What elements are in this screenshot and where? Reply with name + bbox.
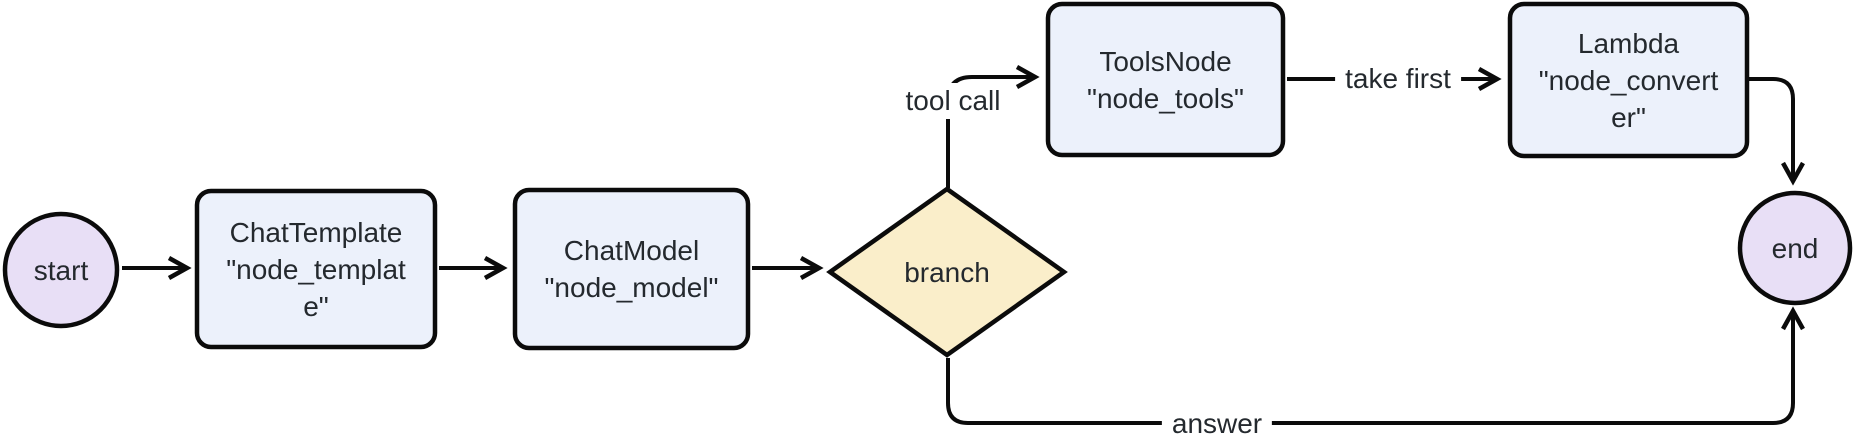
node-tools-label: ToolsNode "node_tools" (1048, 4, 1283, 155)
edge-branch-to-end (946, 306, 1805, 425)
node-label-line: branch (904, 256, 990, 288)
node-converter-label: Lambda "node_convert er" (1510, 4, 1747, 156)
node-label-line: er" (1611, 101, 1646, 133)
edge-converter-to-end (1749, 77, 1805, 186)
node-label-line: ToolsNode (1099, 45, 1232, 77)
node-label-line: e" (303, 290, 329, 322)
node-end-shape (1737, 190, 1853, 306)
node-label-line: "node_templat (226, 253, 406, 285)
node-tools-shape (1045, 1, 1286, 158)
node-label-line: "node_convert (1538, 64, 1719, 96)
node-converter-shape (1507, 1, 1750, 159)
node-label-line: ChatModel (563, 235, 700, 266)
node-label-line: ChatTemplate (229, 216, 403, 248)
edge-label-answer: answer (1161, 406, 1273, 440)
node-model-label: ChatModel "node_model" (515, 190, 748, 348)
edge-label-take-first: take first (1335, 61, 1461, 97)
node-model-shape (512, 187, 751, 351)
node-label-line: start (33, 254, 89, 286)
nodes-layer (2, 1, 1853, 358)
node-label-line: "node_model" (544, 272, 719, 303)
node-template-label: ChatTemplate "node_templat e" (197, 191, 435, 347)
node-branch-shape (826, 186, 1068, 358)
node-end-label: end (1739, 193, 1851, 303)
node-label-line: "node_tools" (1087, 82, 1244, 114)
node-template-shape (194, 188, 438, 350)
node-label-line: end (1771, 232, 1819, 264)
edge-label-tool-call: tool call (895, 83, 1011, 119)
node-label-line: Lambda (1577, 27, 1680, 59)
node-branch-label: branch (830, 189, 1064, 355)
node-start-shape (2, 211, 120, 329)
node-start-label: start (5, 214, 117, 326)
